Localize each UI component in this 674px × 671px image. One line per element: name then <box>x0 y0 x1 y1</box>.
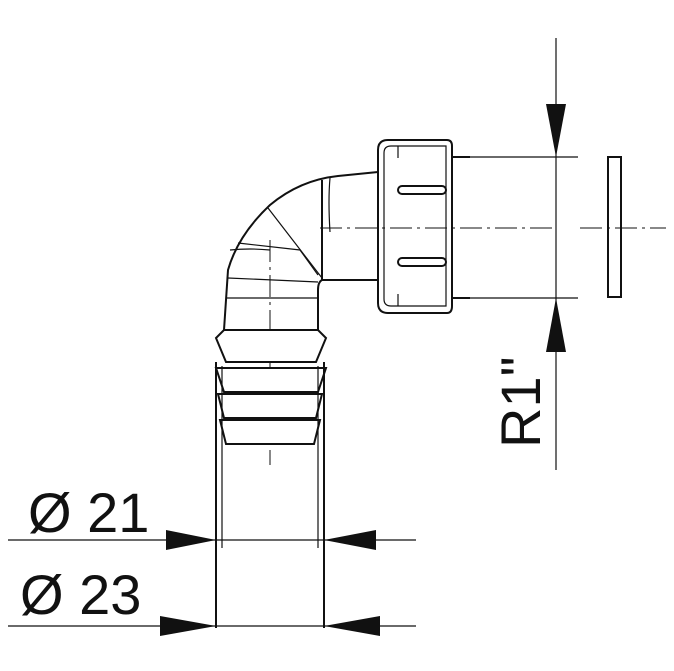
nut-grip-slot <box>397 185 447 195</box>
diameter-21-dimension: Ø 21 <box>8 481 416 550</box>
barb-ring <box>216 393 324 419</box>
nut-grip-slot <box>397 257 447 267</box>
elbow-body <box>223 171 556 465</box>
arrow-right <box>166 530 216 550</box>
elbow-outer-wall <box>223 171 379 331</box>
arrow-right <box>160 616 216 636</box>
elbow-segment-line <box>267 207 323 279</box>
barb-ring <box>214 367 328 393</box>
barb-ring-top <box>214 329 328 363</box>
nut-outline <box>377 139 453 314</box>
diameter-23-dimension: Ø 23 <box>8 563 416 636</box>
elbow-segment-line <box>227 277 319 283</box>
elbow-segment-line <box>229 248 271 251</box>
elbow-segment-line <box>237 242 319 276</box>
arrow-up <box>546 298 566 352</box>
diameter-23-label: Ø 23 <box>20 563 141 626</box>
barb-ring <box>218 419 322 445</box>
nut-inner-outline <box>383 145 447 307</box>
elbow-inner-wall <box>317 279 378 330</box>
thread-dimension: R1" <box>452 38 578 470</box>
arrow-left <box>324 616 380 636</box>
elbow-socket-curve <box>328 177 331 233</box>
arrow-left <box>324 530 376 550</box>
hose-barb <box>214 329 328 628</box>
union-nut <box>377 139 470 314</box>
diameter-21-label: Ø 21 <box>28 481 149 544</box>
gasket-ring <box>607 156 622 298</box>
thread-label: R1" <box>489 357 552 448</box>
arrow-down <box>546 104 566 157</box>
